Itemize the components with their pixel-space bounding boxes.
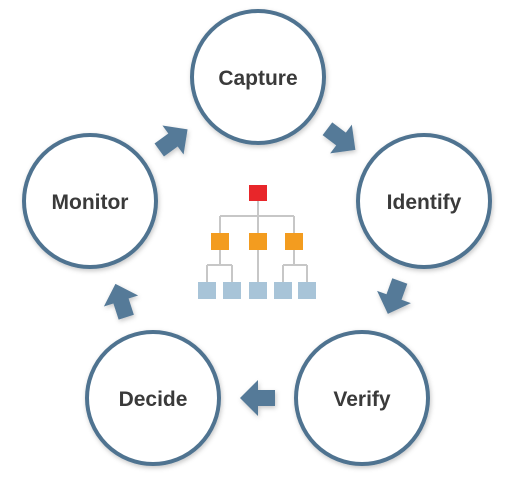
step-decide: Decide	[85, 330, 221, 466]
step-identify: Identify	[356, 133, 492, 269]
step-label: Decide	[119, 388, 188, 411]
step-circle	[294, 330, 430, 466]
step-verify: Verify	[294, 330, 430, 466]
step-circle	[22, 133, 158, 269]
step-circle	[356, 133, 492, 269]
org-chart-top-node	[249, 185, 267, 201]
step-circle	[190, 9, 326, 145]
org-chart-bottom-node	[298, 282, 316, 299]
org-chart-middle-node	[249, 233, 267, 250]
org-chart-bottom-node	[198, 282, 216, 299]
step-circle	[85, 330, 221, 466]
org-chart-middle-node	[285, 233, 303, 250]
arrow-capture-to-identify-icon	[322, 122, 356, 154]
step-monitor: Monitor	[22, 133, 158, 269]
flow-arrows	[103, 122, 411, 416]
org-chart-middle-node	[211, 233, 229, 250]
step-label: Capture	[218, 67, 297, 90]
org-chart-bottom-node	[223, 282, 241, 299]
arrow-decide-to-monitor-icon	[103, 283, 139, 320]
arrow-verify-to-decide-icon	[240, 380, 275, 416]
arrow-monitor-to-capture-icon	[154, 125, 188, 157]
step-label: Identify	[387, 191, 462, 214]
step-label: Verify	[333, 388, 391, 411]
org-chart-connectors	[206, 201, 308, 282]
arrow-identify-to-verify-icon	[377, 278, 411, 314]
org-chart-bottom-node	[249, 282, 267, 299]
org-chart-bottom-node	[274, 282, 292, 299]
org-chart-icon	[198, 185, 316, 299]
step-label: Monitor	[52, 191, 129, 214]
step-capture: Capture	[190, 9, 326, 145]
